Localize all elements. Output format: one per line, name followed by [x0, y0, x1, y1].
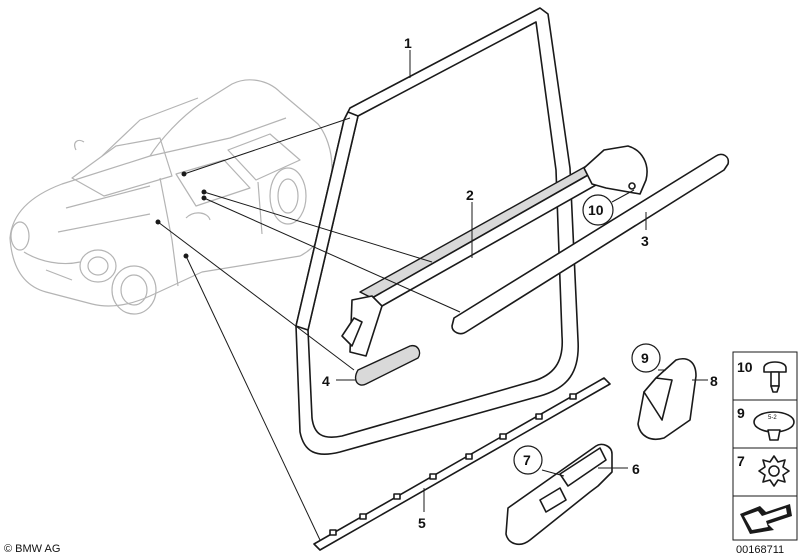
legend-cell-1: [732, 351, 798, 401]
clip-nut-icon: 5-2: [753, 411, 795, 441]
star-washer-icon: [758, 455, 790, 487]
car-outline: [9, 79, 333, 315]
window-channel: [341, 145, 648, 357]
callout-10-badge: [582, 194, 614, 226]
svg-text:5-2: 5-2: [768, 415, 777, 421]
small-trim: [354, 344, 421, 386]
outer-belt-strip: [451, 153, 730, 335]
legend-label-2: 9: [737, 405, 745, 421]
sill-strip: [313, 377, 611, 551]
callout-9-badge: [631, 343, 661, 373]
rivet-icon: [763, 361, 787, 393]
door-seal: [295, 7, 579, 456]
callout-7: 7: [523, 452, 531, 468]
callouts: 1 2 3 4 5 6 7 8 9 10: [322, 35, 718, 531]
callout-1: 1: [404, 35, 412, 51]
callout-8: 8: [710, 373, 718, 389]
callout-10: 10: [588, 202, 604, 218]
callout-4: 4: [322, 373, 330, 389]
sill-clips: [329, 393, 577, 536]
callout-7-badge: [513, 445, 543, 475]
callout-2: 2: [466, 187, 474, 203]
bracket: [505, 443, 613, 546]
diagram-number: 00168711: [736, 544, 784, 556]
callout-5: 5: [418, 515, 426, 531]
pillar-cap: [637, 358, 697, 440]
copyright-text: © BMW AG: [4, 543, 60, 555]
arrow-icon: [740, 504, 792, 534]
fastener-legend: 10 9 5-2 7: [732, 351, 798, 541]
legend-label-3: 7: [737, 453, 745, 469]
callout-9: 9: [641, 350, 649, 366]
callout-6: 6: [632, 461, 640, 477]
callout-3: 3: [641, 233, 649, 249]
legend-label-1: 10: [737, 359, 753, 375]
leader-lines: [155, 50, 708, 541]
